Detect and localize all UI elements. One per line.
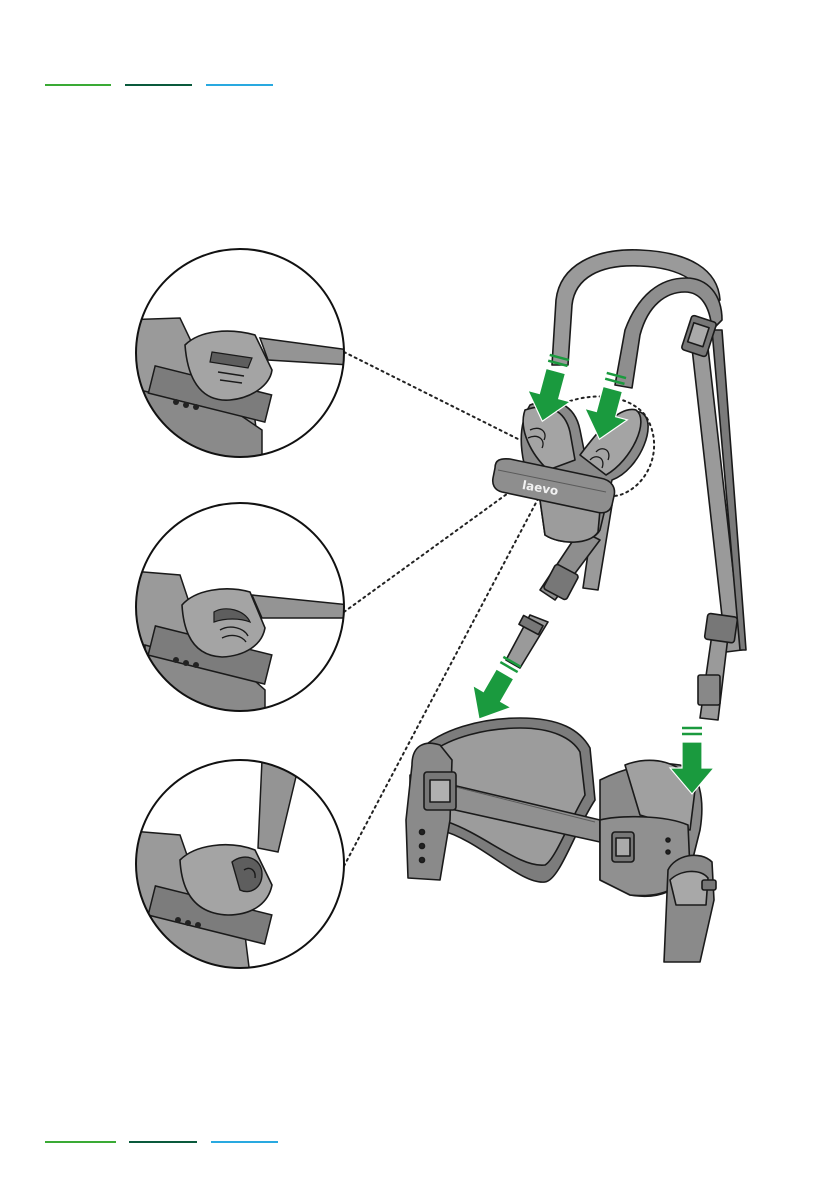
detail-view-1 <box>120 245 350 470</box>
waist-belt <box>406 718 716 962</box>
detail-view-2 <box>120 500 350 720</box>
chest-pad: laevo <box>493 401 648 542</box>
detail-view-3 <box>120 755 350 975</box>
